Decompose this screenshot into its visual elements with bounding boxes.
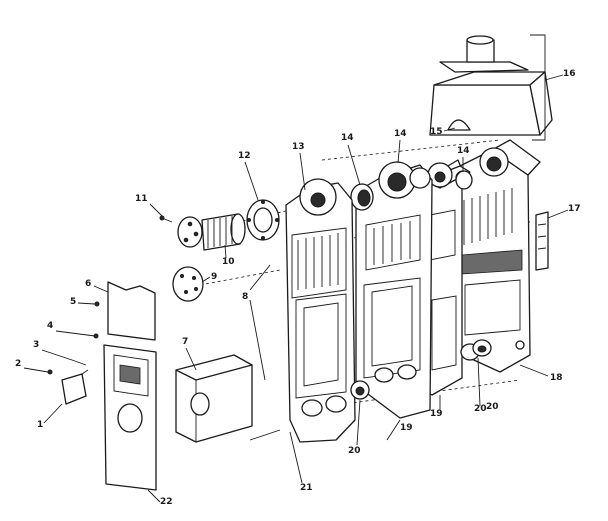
gasket-ring bbox=[246, 199, 280, 241]
callout-16: 16 bbox=[563, 69, 576, 79]
callout-20b: 20 bbox=[474, 404, 487, 414]
callout-4: 4 bbox=[47, 321, 54, 331]
screw-11 bbox=[159, 215, 173, 223]
flue-collar-assembly bbox=[429, 34, 553, 141]
callout-6: 6 bbox=[85, 279, 92, 289]
screw-2 bbox=[47, 369, 53, 375]
callout-15: 15 bbox=[430, 127, 443, 137]
callout-18: 18 bbox=[550, 373, 563, 383]
push-nipple-center bbox=[350, 380, 370, 400]
callout-14c: 14 bbox=[457, 146, 470, 156]
round-plate bbox=[172, 266, 204, 302]
callout-3: 3 bbox=[33, 340, 40, 350]
callout-22: 22 bbox=[160, 497, 173, 507]
box-cover bbox=[175, 354, 253, 443]
screw-3 bbox=[71, 359, 87, 366]
clip-part bbox=[535, 211, 549, 271]
callout-5: 5 bbox=[70, 297, 77, 307]
callout-11: 11 bbox=[135, 194, 148, 204]
rear-section bbox=[451, 139, 541, 373]
section-ring-14c bbox=[455, 170, 473, 190]
callout-20c: 20 bbox=[486, 402, 499, 412]
middle-section-2 bbox=[423, 159, 471, 396]
callout-12: 12 bbox=[238, 151, 251, 161]
callout-19b: 19 bbox=[400, 423, 413, 433]
callout-1: 1 bbox=[37, 420, 44, 430]
front-panel bbox=[103, 344, 157, 491]
middle-section-1 bbox=[355, 161, 433, 419]
section-ring-14a bbox=[350, 183, 374, 211]
front-section bbox=[285, 178, 356, 443]
burner-assembly bbox=[177, 213, 246, 251]
callout-13: 13 bbox=[292, 142, 305, 152]
callout-9: 9 bbox=[211, 272, 218, 282]
callout-8: 8 bbox=[242, 292, 249, 302]
callout-17: 17 bbox=[568, 204, 581, 214]
callout-7: 7 bbox=[182, 337, 189, 347]
screw-5 bbox=[94, 301, 100, 307]
leader-lines bbox=[23, 74, 569, 503]
callout-10: 10 bbox=[222, 257, 235, 267]
callout-20a: 20 bbox=[348, 446, 361, 456]
upper-panel bbox=[107, 281, 156, 341]
callout-14a: 14 bbox=[341, 133, 354, 143]
callout-19a: 19 bbox=[430, 409, 443, 419]
callout-14b: 14 bbox=[394, 129, 407, 139]
push-nipple-right bbox=[460, 339, 492, 361]
small-cover bbox=[61, 369, 89, 405]
callout-21: 21 bbox=[300, 483, 313, 493]
callout-2: 2 bbox=[15, 359, 22, 369]
